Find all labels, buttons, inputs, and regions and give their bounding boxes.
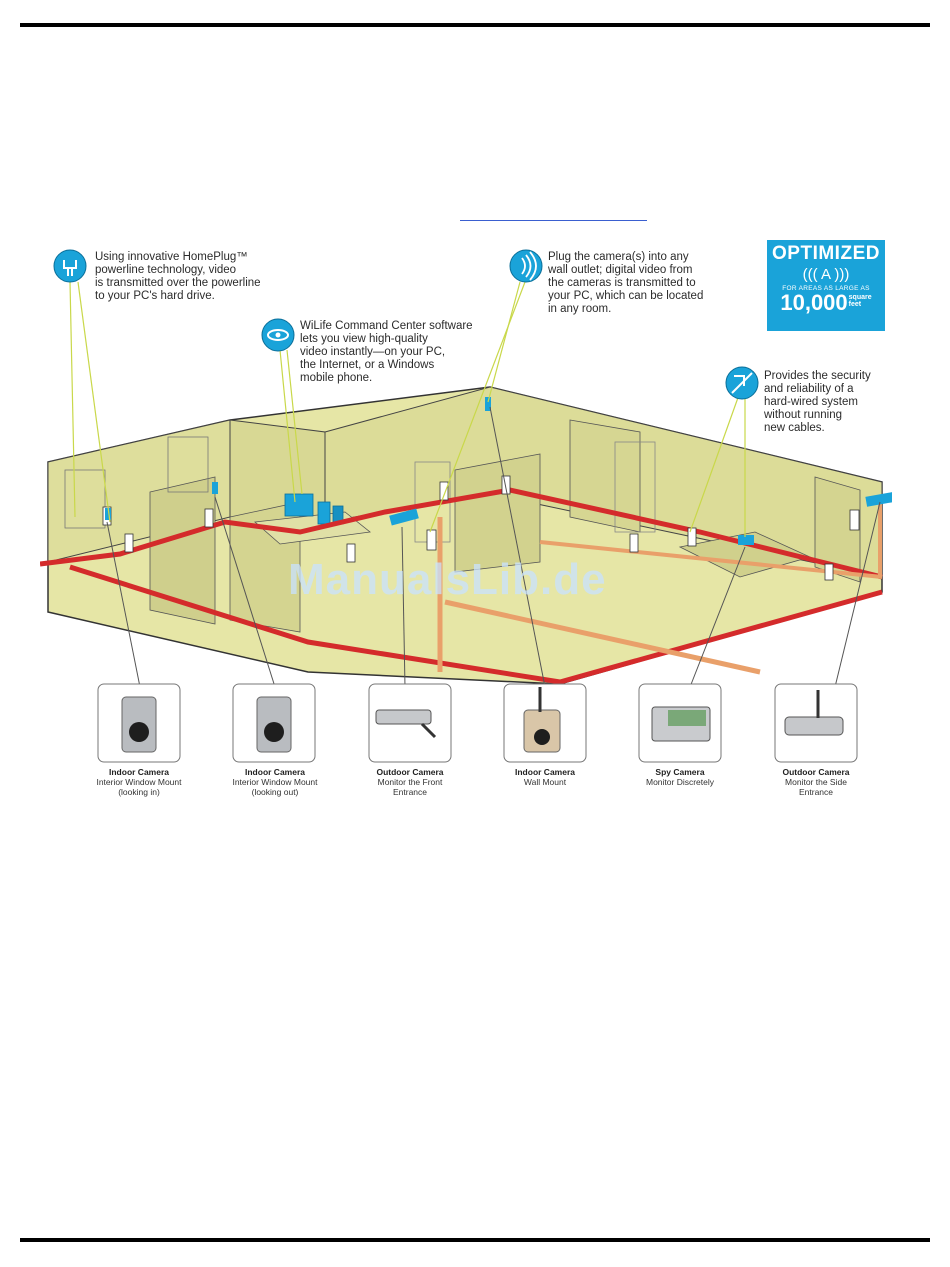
camera-mount-2 — [212, 482, 218, 494]
outlet-11 — [849, 509, 860, 531]
camera-lens-3 — [534, 729, 550, 745]
callout-plug-line-3: the cameras is transmitted to — [548, 277, 696, 289]
callout-homeplug-line-3: is transmitted over the powerline — [95, 277, 261, 289]
camera-caption-2-line-2: (looking out) — [251, 787, 299, 797]
outlet-9 — [687, 527, 697, 547]
camera-caption-1-line-2: (looking in) — [118, 787, 160, 797]
badge-title: OPTIMIZED — [772, 243, 880, 264]
bottom-rule — [20, 1238, 930, 1242]
outlet-2 — [124, 533, 134, 553]
camera-mount-6 — [865, 491, 892, 507]
top-rule — [20, 23, 930, 27]
callout-plug-line-2: wall outlet; digital video from — [548, 264, 693, 276]
window-2 — [167, 436, 209, 493]
callout-homeplug: Using innovative HomePlug™ powerline tec… — [95, 251, 261, 303]
camera-mount-3 — [389, 508, 419, 526]
outlet-10 — [824, 563, 834, 581]
pc-tower — [317, 501, 331, 525]
outlet-7 — [501, 475, 511, 495]
camera-illustrations — [121, 687, 844, 753]
outlet-8 — [629, 533, 639, 553]
callout-homeplug-line-2: powerline technology, video — [95, 264, 237, 276]
badge-number: 10,000 — [780, 290, 848, 315]
callout-security-line-5: new cables. — [764, 422, 825, 434]
callout-icons — [53, 249, 759, 400]
outlet-4 — [346, 543, 356, 563]
callout-software: WiLife Command Center software lets you … — [300, 320, 473, 385]
document-link-underline[interactable] — [460, 220, 647, 221]
camera-mount-5 — [738, 535, 754, 545]
powerline-red-front — [69, 564, 883, 685]
wireless-signal-icon — [509, 249, 543, 283]
camera-caption-2-title: Indoor Camera — [245, 767, 305, 777]
plug-icon — [53, 249, 87, 283]
callout-homeplug-line-4: to your PC's hard drive. — [95, 290, 215, 302]
powerline-camera-diagram — [40, 249, 892, 763]
badge-signal-icon: ((( A ))) — [802, 266, 850, 283]
callout-security-line-4: without running — [764, 409, 842, 421]
callout-software-line-4: the Internet, or a Windows — [300, 359, 435, 371]
callout-plug-line-1: Plug the camera(s) into any — [548, 251, 689, 263]
camera-caption-6-line-1: Monitor the Side — [785, 777, 847, 787]
callout-plug: Plug the camera(s) into any wall outlet;… — [548, 251, 703, 316]
spy-camera-panel — [668, 710, 706, 726]
interior-wall-1 — [149, 476, 216, 625]
camera-caption-5: Spy Camera Monitor Discretely — [616, 767, 744, 787]
badge-unit-line-1: square — [848, 294, 872, 301]
outdoor-camera-illustration-2 — [784, 716, 844, 736]
camera-leader-lines — [106, 406, 881, 688]
callout-security-line-2: and reliability of a — [764, 383, 854, 395]
camera-caption-1-title: Indoor Camera — [109, 767, 169, 777]
camera-caption-6: Outdoor Camera Monitor the Side Entrance — [752, 767, 880, 797]
camera-lens-2 — [264, 722, 284, 742]
callout-plug-line-4: your PC, which can be located — [548, 290, 704, 302]
camera-caption-3: Outdoor Camera Monitor the Front Entranc… — [346, 767, 474, 797]
camera-caption-3-line-2: Entrance — [392, 787, 428, 797]
camera-caption-1: Indoor Camera Interior Window Mount (loo… — [75, 767, 203, 797]
badge-subtitle: FOR AREAS AS LARGE AS — [782, 285, 870, 292]
callout-security: Provides the security and reliability of… — [764, 370, 871, 435]
callout-homeplug-line-1: Using innovative HomePlug™ — [95, 251, 248, 263]
callout-software-line-2: lets you view high-quality — [300, 333, 428, 345]
outlet-3 — [204, 508, 214, 528]
powerline-red-main — [40, 487, 883, 580]
callout-security-line-1: Provides the security — [764, 370, 871, 382]
window-1 — [64, 469, 106, 529]
camera-caption-5-title: Spy Camera — [655, 767, 705, 777]
camera-caption-2-line-1: Interior Window Mount — [232, 777, 318, 787]
camera-caption-6-line-2: Entrance — [798, 787, 834, 797]
callout-plug-line-5: in any room. — [548, 303, 612, 315]
callout-software-line-3: video instantly—on your PC, — [300, 346, 446, 358]
camera-caption-3-line-1: Monitor the Front — [377, 777, 443, 787]
interior-wall-6 — [814, 476, 861, 583]
camera-lens-1 — [129, 722, 149, 742]
outlet-5 — [426, 529, 437, 551]
callout-security-line-3: hard-wired system — [764, 396, 858, 408]
camera-caption-5-line-1: Monitor Discretely — [645, 777, 715, 787]
camera-caption-6-title: Outdoor Camera — [782, 767, 850, 777]
camera-mount-1 — [105, 508, 111, 520]
doorway-2 — [614, 441, 656, 533]
camera-caption-3-title: Outdoor Camera — [376, 767, 444, 777]
camera-thumbnails — [97, 683, 858, 763]
callout-software-line-5: mobile phone. — [300, 372, 373, 384]
powerline-orange-2 — [444, 599, 761, 675]
outdoor-camera-illustration-1 — [375, 709, 432, 725]
camera-mount-4 — [485, 397, 491, 411]
camera-caption-4: Indoor Camera Wall Mount — [481, 767, 609, 787]
interior-wall-3 — [454, 453, 541, 573]
camera-caption-4-title: Indoor Camera — [515, 767, 575, 777]
watermark: ManualsLib.de — [288, 555, 607, 604]
camera-caption-1-line-1: Interior Window Mount — [96, 777, 182, 787]
camera-caption-4-line-1: Wall Mount — [523, 777, 567, 787]
optimized-badge: OPTIMIZED ((( A ))) FOR AREAS AS LARGE A… — [767, 240, 885, 331]
camera-caption-2: Indoor Camera Interior Window Mount (loo… — [211, 767, 339, 797]
callout-leader-lines — [69, 281, 746, 537]
outlet-6 — [439, 481, 449, 501]
badge-unit-line-2: feet — [848, 301, 862, 308]
pc-monitor — [284, 493, 314, 517]
callout-software-line-1: WiLife Command Center software — [300, 320, 473, 332]
